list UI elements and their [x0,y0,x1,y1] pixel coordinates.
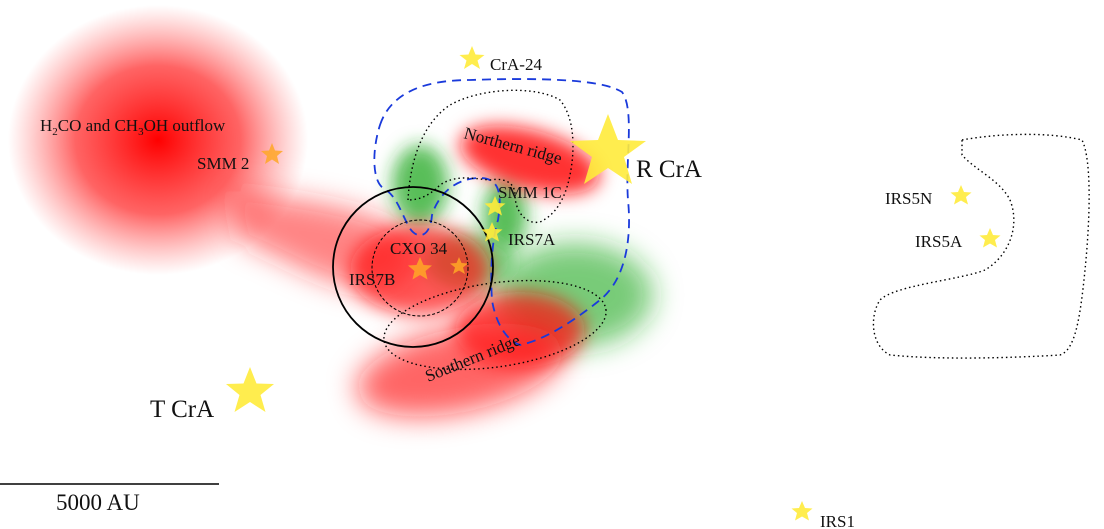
star-rcra [570,114,646,184]
star-cra24 [459,46,485,69]
irs5a-label: IRS5A [915,232,963,251]
dotted-contours [383,89,1090,371]
star-smm1c [484,196,506,216]
irs1-label: IRS1 [820,512,855,529]
star-irs1 [791,501,813,521]
star-cxo34 [450,257,468,274]
irs5n-label: IRS5N [885,189,932,208]
outflow-label: H2CO and CH3OH outflow [40,116,226,138]
cra24-label: CrA-24 [490,55,542,74]
star-irs5n [950,185,972,205]
tcra-label: T CrA [150,396,214,423]
star-irs7b [408,257,432,280]
irs7a-label: IRS7A [508,230,556,249]
dotted-contour-north [407,89,574,224]
outflow-emission [8,5,418,290]
star-tcra [226,367,274,412]
star-irs5a [979,228,1001,248]
blue-dashed-contour [373,78,630,346]
dotted-contour-south [383,279,607,371]
star-smm2 [261,143,283,164]
scale-bar-label: 5000 AU [56,490,140,515]
smm2-label: SMM 2 [197,154,249,173]
stars [226,46,1001,521]
dotted-contour-irs5 [872,133,1090,359]
irs7b-label: IRS7B [349,270,395,289]
smm1c-label: SMM 1C [498,183,562,202]
solid-circle [332,186,494,348]
rcra-label: R CrA [636,156,702,183]
cxo34-label: CXO 34 [390,239,448,258]
inner-dashed-circle [371,219,469,317]
star-irs7a [481,222,503,242]
